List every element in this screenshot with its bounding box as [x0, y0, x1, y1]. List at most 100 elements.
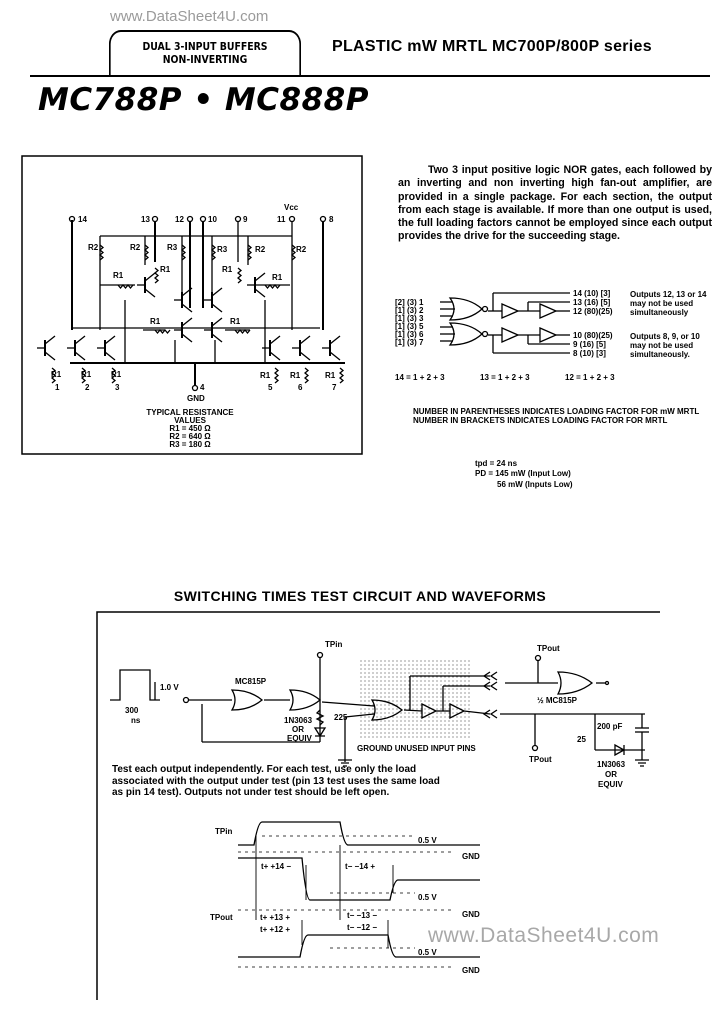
- level-label: 0.5 V: [418, 836, 437, 845]
- npn-transistor-icon: [204, 317, 223, 343]
- resistor-icon: [264, 283, 281, 290]
- logic-diagram: [2] (3) 1 [1] (3) 2 [1] (3) 3 [1] (3) 5 …: [395, 289, 707, 489]
- diode2-line2: OR: [605, 770, 617, 779]
- resistor-icon: [234, 328, 251, 335]
- output-pin-12: 12 (80)(25): [573, 307, 613, 316]
- equation-14: 14 = 1 + 2 + 3: [395, 373, 445, 382]
- logic-wiring: [440, 292, 570, 354]
- resistor-icon: [246, 244, 253, 261]
- input-pulse: [110, 669, 160, 701]
- pulse-unit: ns: [131, 716, 141, 725]
- pd-1: PD = 145 mW (Input Low): [475, 469, 571, 478]
- value-r1: R1 = 450 Ω: [169, 424, 211, 433]
- r1-label: R1: [290, 371, 301, 380]
- timing-t2: t− −14 +: [345, 862, 375, 871]
- pin-label-11: 11: [277, 215, 286, 224]
- pin-label-14: 14: [78, 215, 87, 224]
- output-pin-8: 8 (10) [3]: [573, 349, 606, 358]
- watermark-top: www.DataSheet4U.com: [110, 8, 269, 25]
- pin-label-12: 12: [175, 215, 184, 224]
- transistors: [37, 272, 341, 361]
- tab-line-1: DUAL 3-INPUT BUFFERS: [142, 40, 268, 53]
- pin-10-terminal: [199, 215, 207, 223]
- ground-unused-note: GROUND UNUSED INPUT PINS: [357, 744, 476, 753]
- buffer-2: [539, 327, 558, 343]
- npn-transistor-icon: [322, 335, 341, 361]
- resistor-icon: [180, 244, 187, 261]
- pin-label-8: 8: [329, 215, 334, 224]
- values-title: TYPICAL RESISTANCE: [146, 408, 234, 417]
- input-pin-6: [1] (3) 6: [395, 330, 424, 339]
- pin-11-terminal: [288, 215, 296, 223]
- inverting-buffer-1: [501, 303, 520, 319]
- circuit-schematic: 14 13 12 10 9 11 Vcc 8 1 2 3 5 6 7 4 GND…: [21, 155, 363, 455]
- resistor-icon: [236, 267, 243, 284]
- npn-transistor-icon: [97, 335, 116, 361]
- timing-t5: t− −13 −: [347, 911, 377, 920]
- npn-transistor-icon: [37, 335, 56, 361]
- schematic-wiring: [70, 220, 345, 385]
- test-note: Test each output independently. For each…: [112, 764, 440, 798]
- pd-2: 56 mW (Inputs Low): [497, 480, 573, 489]
- level-label: 0.5 V: [418, 948, 437, 957]
- resistor-icon: [154, 328, 171, 335]
- pin-label-2: 2: [85, 383, 90, 392]
- output-pin-9: 9 (16) [5]: [573, 340, 606, 349]
- test-circuit: 1.0 V 300 ns MC815P TPin 225 1N3063 OR E…: [96, 611, 660, 1000]
- buffer-1: [539, 303, 558, 319]
- pin-9-terminal: [234, 215, 242, 223]
- inverted-output-waveform: [238, 857, 480, 901]
- pin-label-7: 7: [332, 383, 337, 392]
- section-title: SWITCHING TIMES TEST CIRCUIT AND WAVEFOR…: [173, 588, 547, 604]
- vcc-label: Vcc: [284, 203, 299, 212]
- watermark-bottom: www.DataSheet4U.com: [428, 924, 660, 947]
- timing-t4: t+ +12 +: [260, 925, 290, 934]
- loading-note-2: NUMBER IN BRACKETS INDICATES LOADING FAC…: [413, 416, 667, 425]
- pin-label-3: 3: [115, 383, 120, 392]
- r1-label: R1: [222, 265, 233, 274]
- load-resistor-label: 25: [577, 735, 586, 744]
- pin-14-terminal: [68, 215, 76, 223]
- tp-in-terminal: [316, 651, 324, 659]
- r2-label: R2: [255, 245, 266, 254]
- values-subtitle: VALUES: [174, 416, 207, 425]
- wave-tp-out-label: TPout: [210, 913, 233, 922]
- test-wiring: [154, 658, 649, 767]
- r2-label: R2: [130, 243, 141, 252]
- r1-label: R1: [230, 317, 241, 326]
- resistor-icon: [273, 367, 280, 384]
- resistor-icon: [117, 283, 134, 290]
- half-mc815p-gate: [556, 671, 594, 695]
- output-waveform: [238, 934, 480, 958]
- mc815p-gate-2: [288, 689, 322, 711]
- resistors: [50, 244, 345, 384]
- tp-in-waveform: [238, 821, 480, 846]
- resistor-icon: [50, 367, 57, 384]
- npn-transistor-icon: [67, 335, 86, 361]
- resistor-icon: [80, 367, 87, 384]
- equation-12: 12 = 1 + 2 + 3: [565, 373, 615, 382]
- pin-13-terminal: [151, 215, 159, 223]
- pin-label-5: 5: [268, 383, 273, 392]
- pulse-width: 300: [125, 706, 139, 715]
- note-a-1: Outputs 12, 13 or 14: [630, 290, 707, 299]
- pin-12-terminal: [186, 215, 194, 223]
- value-r3: R3 = 180 Ω: [169, 440, 211, 449]
- pin-label-4: 4: [200, 383, 205, 392]
- tp-out-label-bottom: TPout: [529, 755, 552, 764]
- pin-8-terminal: [319, 215, 327, 223]
- r1-label: R1: [111, 370, 122, 379]
- waveforms: TPin TPout 0.5 V GND 0.5 V GND 0.5 V GND…: [210, 821, 480, 975]
- inverting-buffer-2: [501, 327, 520, 343]
- dut-nor-gate: [370, 699, 404, 721]
- resistor-icon: [338, 367, 345, 384]
- npn-transistor-icon: [174, 287, 193, 313]
- npn-transistor-icon: [204, 287, 223, 313]
- pin-label-6: 6: [298, 383, 303, 392]
- equation-13: 13 = 1 + 2 + 3: [480, 373, 530, 382]
- tp-out-terminal-top: [534, 654, 542, 662]
- page-title: MC788P • MC888P: [38, 82, 369, 118]
- description: Two 3 input positive logic NOR gates, ea…: [398, 164, 712, 243]
- npn-transistor-icon: [174, 317, 193, 343]
